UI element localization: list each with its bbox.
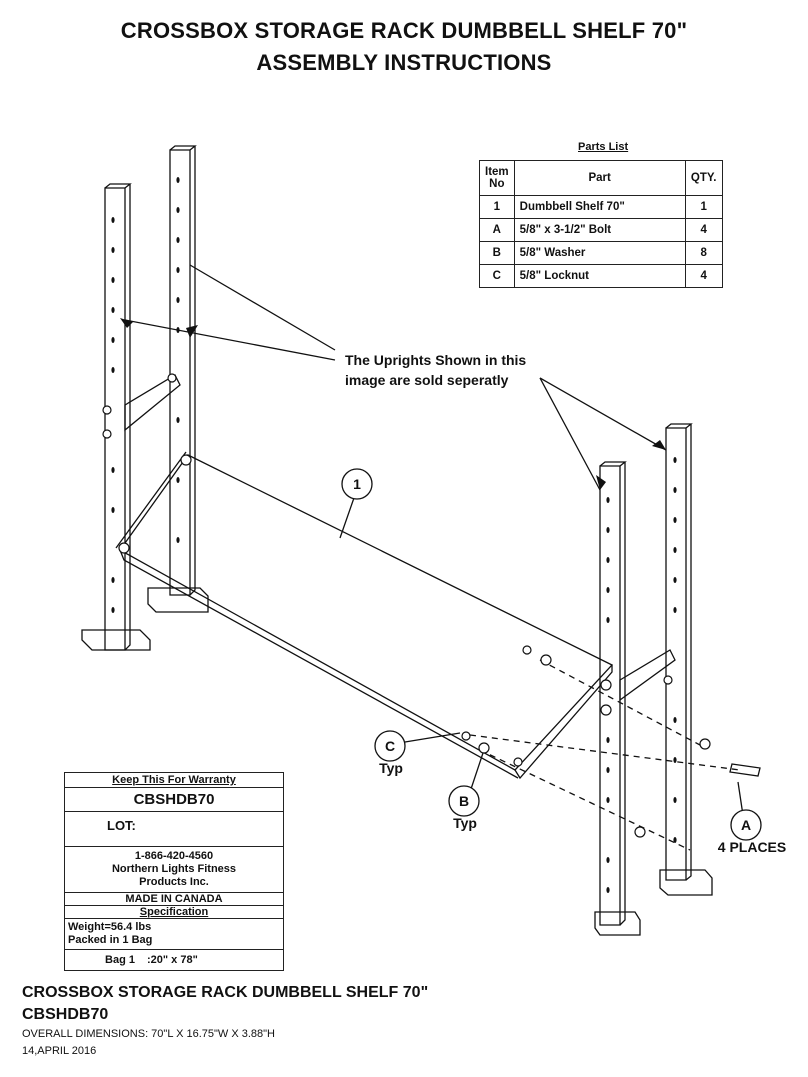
parts-row-qty: 8: [684, 241, 723, 265]
bolt-a: [729, 763, 761, 777]
left-bracket: [124, 374, 181, 432]
left-rear-base-plate: [147, 587, 209, 613]
bubble-1-label: 1: [353, 476, 361, 492]
right-rear-upright: [665, 423, 693, 881]
parts-row: B 5/8" Washer 8: [479, 241, 723, 265]
warranty-bag-row: Bag 1 :20" x 78": [65, 950, 283, 970]
parts-row: C 5/8" Locknut 4: [479, 264, 723, 288]
warranty-weight-value: Weight=56.4 lbs: [68, 921, 152, 933]
warranty-lot-label: LOT:: [65, 812, 283, 847]
parts-row-qty: 4: [684, 218, 723, 242]
warranty-box: Keep This For Warranty CBSHDB70 LOT: 1-8…: [64, 772, 284, 971]
warranty-made-in: MADE IN CANADA: [65, 893, 283, 906]
warranty-company-line1: Northern Lights Fitness: [111, 863, 237, 875]
footer-product-name: CROSSBOX STORAGE RACK DUMBBELL SHELF 70": [22, 984, 429, 1001]
warranty-spec-heading: Specification: [65, 906, 283, 919]
bubble-c-label: C: [384, 738, 396, 754]
parts-row-qty: 1: [684, 195, 723, 219]
warranty-contact: 1-866-420-4560 Northern Lights Fitness P…: [65, 847, 283, 893]
left-rear-upright: [169, 145, 197, 596]
header-part: Part: [513, 160, 686, 196]
bubble-b-label: B: [458, 793, 470, 809]
left-front-upright: [104, 183, 132, 651]
parts-list-table: Item No Part QTY. 1 Dumbbell Shelf 70" 1…: [479, 160, 723, 288]
footer-date: 14,APRIL 2016: [22, 1045, 97, 1057]
parts-row: A 5/8" x 3-1/2" Bolt 4: [479, 218, 723, 242]
callout-bubble-a: [730, 809, 762, 841]
parts-row-item: A: [479, 218, 515, 242]
callout-bubble-c: [374, 730, 406, 762]
document-title-line2: ASSEMBLY INSTRUCTIONS: [256, 50, 552, 75]
uprights-note: The Uprights Shown in this image are sol…: [345, 350, 526, 390]
bubble-c-typ: Typ: [379, 760, 403, 776]
warranty-weight: Weight=56.4 lbs Packed in 1 Bag: [65, 919, 283, 950]
parts-row-item: B: [479, 241, 515, 265]
warranty-bag-size: :20" x 78": [147, 954, 198, 966]
parts-row-part: Dumbbell Shelf 70": [513, 195, 686, 219]
parts-row: 1 Dumbbell Shelf 70" 1: [479, 195, 723, 219]
right-front-upright: [599, 461, 627, 926]
warranty-phone: 1-866-420-4560: [134, 850, 214, 862]
document-title-line1: CROSSBOX STORAGE RACK DUMBBELL SHELF 70": [120, 18, 688, 43]
parts-list-caption: Parts List: [578, 141, 629, 153]
warranty-company-line2: Products Inc.: [139, 876, 209, 888]
dumbbell-shelf: [115, 451, 614, 780]
callout-bubble-1: [341, 468, 373, 500]
footer-code: CBSHDB70: [22, 1006, 109, 1023]
parts-row-qty: 4: [684, 264, 723, 288]
parts-row-item: 1: [479, 195, 515, 219]
parts-row-part: 5/8" x 3-1/2" Bolt: [513, 218, 686, 242]
uprights-note-line1: The Uprights Shown in this: [345, 352, 527, 368]
callout-bubble-b: [448, 785, 480, 817]
warranty-heading: Keep This For Warranty: [65, 773, 283, 788]
bubble-a-label: A: [740, 817, 752, 833]
warranty-packed: Packed in 1 Bag: [68, 934, 153, 946]
left-front-base-plate: [81, 629, 151, 651]
warranty-code: CBSHDB70: [65, 788, 283, 812]
uprights-note-line2: image are sold seperatly: [345, 372, 509, 388]
right-front-base-plate: [594, 911, 641, 936]
right-bracket: [619, 649, 676, 702]
header-qty: QTY.: [684, 160, 723, 196]
right-rear-base-plate: [659, 869, 713, 896]
footer-dimensions: OVERALL DIMENSIONS: 70"L X 16.75"W X 3.8…: [22, 1028, 275, 1040]
parts-row-item: C: [479, 264, 515, 288]
bubble-b-typ: Typ: [453, 815, 477, 831]
parts-list-header: Item No Part QTY.: [479, 160, 723, 196]
bubble-a-places: 4 PLACES: [717, 839, 787, 855]
parts-row-part: 5/8" Locknut: [513, 264, 686, 288]
header-item-no: Item No: [479, 160, 515, 196]
parts-row-part: 5/8" Washer: [513, 241, 686, 265]
warranty-bag-label: Bag 1: [105, 954, 135, 966]
